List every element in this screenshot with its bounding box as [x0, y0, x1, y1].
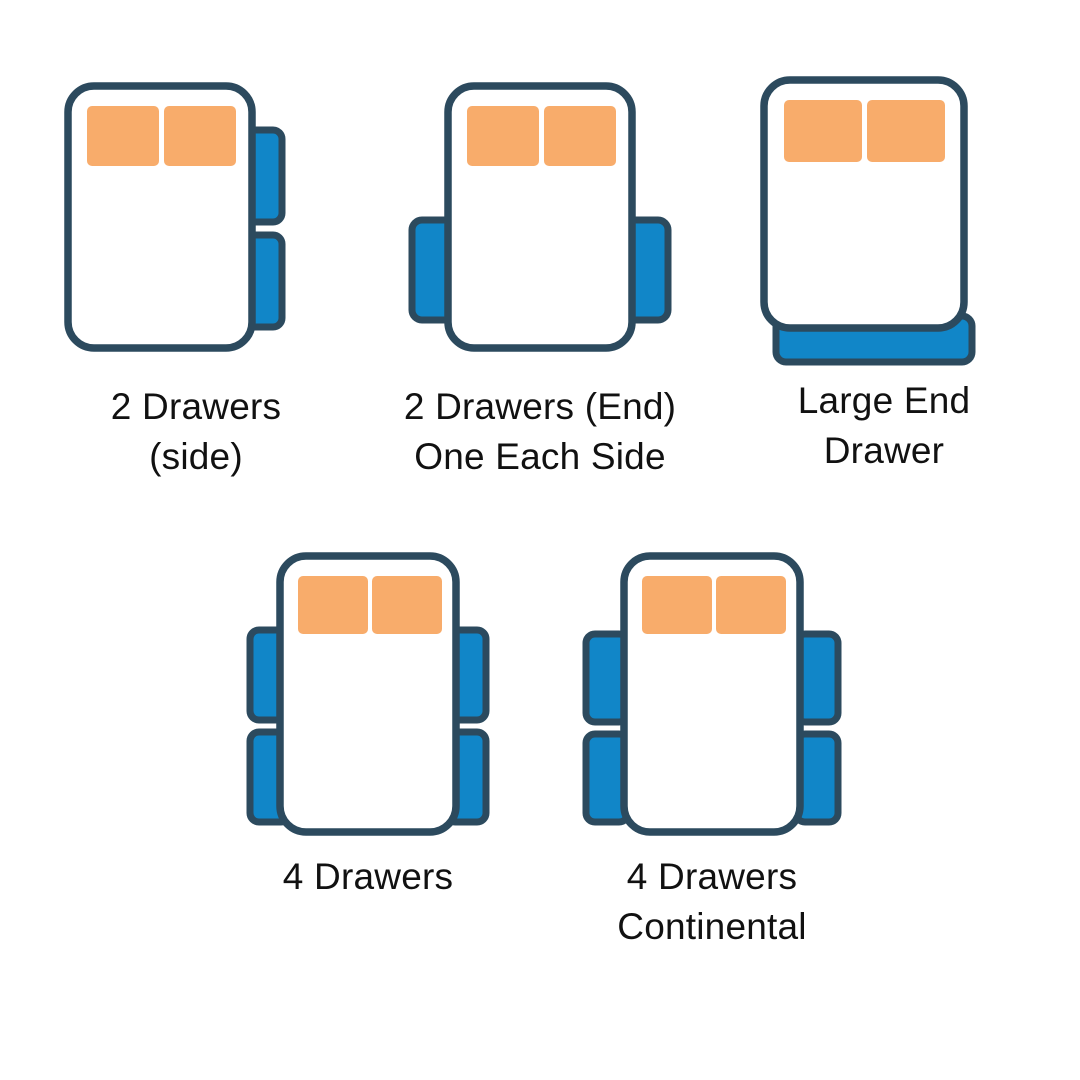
- bed-four-drawers-continental-icon: [582, 552, 842, 836]
- option-label: Large End Drawer: [797, 380, 971, 471]
- bed-four-drawers-icon: [246, 552, 490, 836]
- bed-large-end-drawer-icon: [760, 76, 976, 366]
- option-label: 4 Drawers: [282, 855, 454, 897]
- options-row-top: 2 Drawers (side) 2 Drawers (End) One Eac…: [0, 0, 1080, 482]
- options-row-bottom: 4 Drawers 4 Drawers Continental: [0, 482, 1080, 952]
- option-label: 2 Drawers (side): [110, 386, 282, 477]
- option-label: 4 Drawers Continental: [617, 855, 807, 947]
- bed-two-drawers-side-icon: [64, 82, 286, 352]
- bed-two-drawers-end-icon: [408, 82, 672, 352]
- option-two-drawers-end[interactable]: 2 Drawers (End) One Each Side: [390, 72, 690, 482]
- option-two-drawers-side[interactable]: 2 Drawers (side): [46, 72, 346, 482]
- option-large-end-drawer[interactable]: Large End Drawer: [734, 72, 1034, 476]
- option-label: 2 Drawers (End) One Each Side: [403, 386, 677, 477]
- option-four-drawers-continental[interactable]: 4 Drawers Continental: [562, 542, 862, 952]
- option-four-drawers[interactable]: 4 Drawers: [218, 542, 518, 902]
